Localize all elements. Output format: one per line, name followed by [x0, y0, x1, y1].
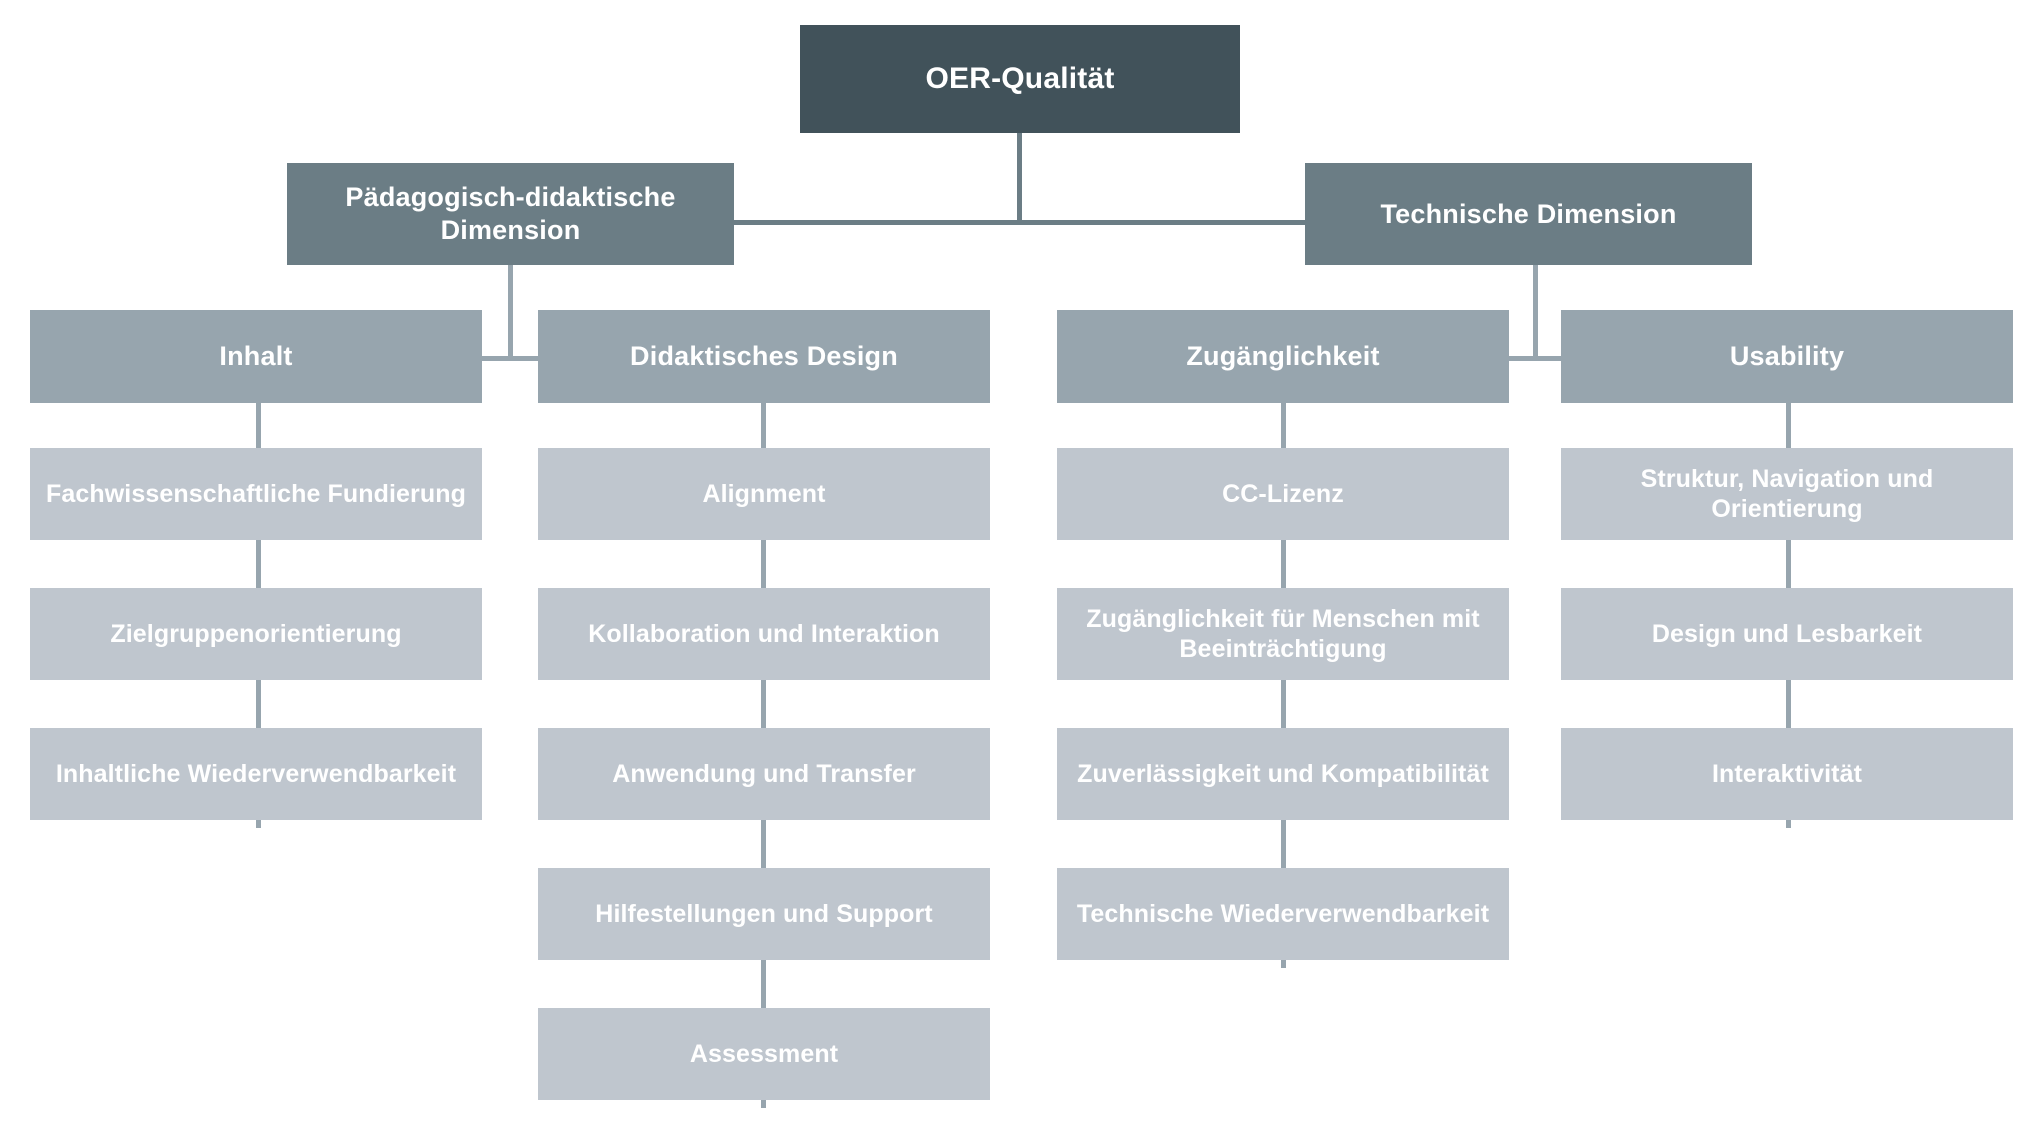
- node-alignment[interactable]: Alignment: [538, 448, 990, 540]
- node-usability[interactable]: Usability: [1561, 310, 2013, 403]
- node-didaktisches-design[interactable]: Didaktisches Design: [538, 310, 990, 403]
- connector-technical-vertical: [1533, 265, 1538, 360]
- connector-technical-spine: [1283, 356, 1788, 361]
- connector-pedagogical-vertical: [508, 265, 513, 360]
- node-cc-lizenz[interactable]: CC-Lizenz: [1057, 448, 1509, 540]
- connector-pedagogical-spine: [258, 356, 763, 361]
- connector-zugaenglichkeit-chain: [1281, 403, 1286, 968]
- node-inhaltliche-wiederverwendbarkeit[interactable]: Inhaltliche Wiederverwendbarkeit: [30, 728, 482, 820]
- node-zielgruppenorientierung[interactable]: Zielgruppenorientierung: [30, 588, 482, 680]
- node-hilfestellungen-und-support[interactable]: Hilfestellungen und Support: [538, 868, 990, 960]
- connector-dimension-spine: [734, 220, 1305, 225]
- node-zuverlaessigkeit-und-kompatibilitaet[interactable]: Zuverlässigkeit und Kompatibilität: [1057, 728, 1509, 820]
- node-zugaenglichkeit-fuer-menschen-mit-beeintraechtigung[interactable]: Zugänglichkeit für Menschen mit Beeinträ…: [1057, 588, 1509, 680]
- node-interaktivitaet[interactable]: Interaktivität: [1561, 728, 2013, 820]
- node-zugaenglichkeit[interactable]: Zugänglichkeit: [1057, 310, 1509, 403]
- node-paedagogisch-didaktische-dimension[interactable]: Pädagogisch-didaktische Dimension: [287, 163, 734, 265]
- node-anwendung-und-transfer[interactable]: Anwendung und Transfer: [538, 728, 990, 820]
- node-technische-wiederverwendbarkeit[interactable]: Technische Wiederverwendbarkeit: [1057, 868, 1509, 960]
- node-kollaboration-und-interaktion[interactable]: Kollaboration und Interaktion: [538, 588, 990, 680]
- node-inhalt[interactable]: Inhalt: [30, 310, 482, 403]
- node-oer-qualitaet[interactable]: OER-Qualität: [800, 25, 1240, 133]
- connector-root-vertical: [1017, 133, 1022, 225]
- node-assessment[interactable]: Assessment: [538, 1008, 990, 1100]
- node-fachwissenschaftliche-fundierung[interactable]: Fachwissenschaftliche Fundierung: [30, 448, 482, 540]
- node-technische-dimension[interactable]: Technische Dimension: [1305, 163, 1752, 265]
- node-struktur-navigation-und-orientierung[interactable]: Struktur, Navigation und Orientierung: [1561, 448, 2013, 540]
- node-design-und-lesbarkeit[interactable]: Design und Lesbarkeit: [1561, 588, 2013, 680]
